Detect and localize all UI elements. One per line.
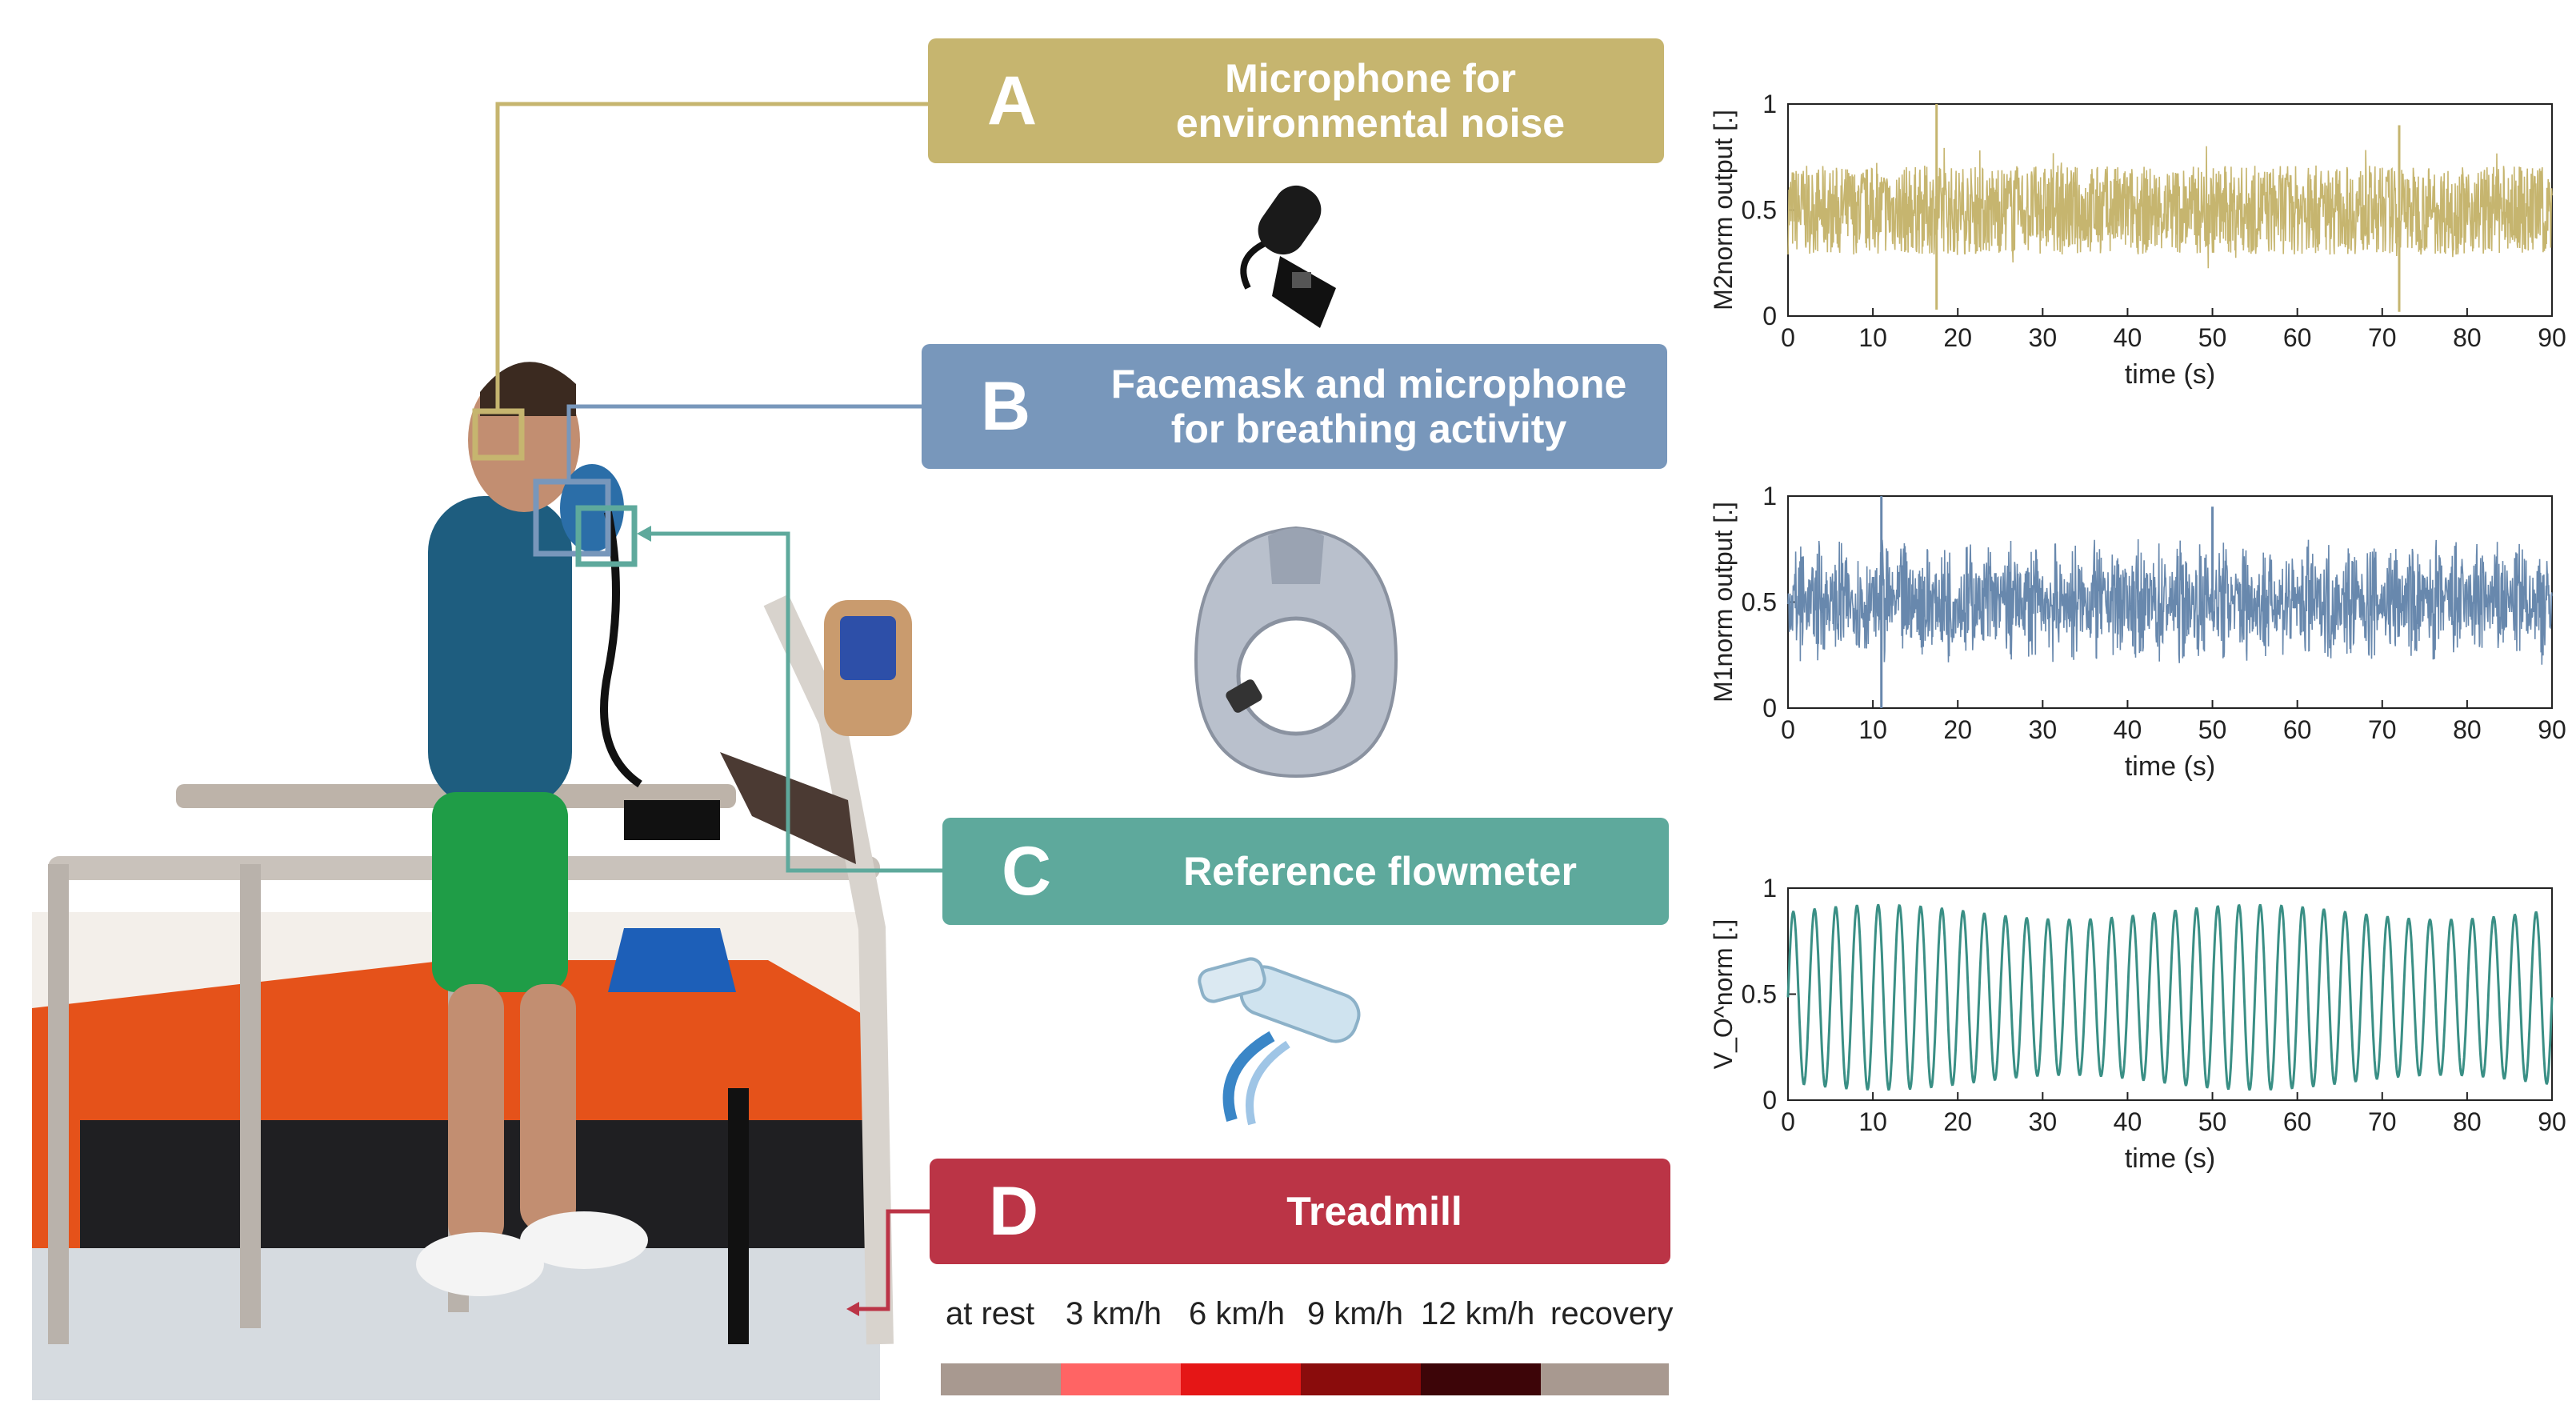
phase-bar-segment bbox=[1301, 1363, 1421, 1395]
x-tick-label: 30 bbox=[2029, 715, 2058, 744]
x-tick-label: 10 bbox=[1858, 323, 1887, 352]
y-tick-label: 1 bbox=[1762, 90, 1777, 118]
label-a-letter: A bbox=[986, 62, 1038, 139]
phase-label: recovery bbox=[1550, 1296, 1674, 1331]
y-tick-label: 0 bbox=[1762, 1086, 1777, 1115]
signal-trace bbox=[1787, 146, 2553, 269]
x-tick-label: 10 bbox=[1858, 715, 1887, 744]
m1-output-chart: 0 10 20 30 40 50 60 70 80 90 0 0.5 1 time (s) M1norm o… bbox=[1709, 482, 2566, 782]
x-tick-label: 60 bbox=[2283, 1107, 2312, 1136]
phase-label: 12 km/h bbox=[1421, 1296, 1535, 1331]
flowmeter-icon bbox=[1198, 957, 1361, 1126]
x-tick-label: 20 bbox=[1943, 715, 1972, 744]
x-tick-label: 60 bbox=[2283, 715, 2312, 744]
y-tick-label: 0.5 bbox=[1742, 196, 1777, 225]
label-d-letter: D bbox=[988, 1172, 1039, 1250]
x-tick-label: 30 bbox=[2029, 323, 2058, 352]
y-tick-label: 0 bbox=[1762, 302, 1777, 330]
x-axis-label: time (s) bbox=[2125, 1143, 2215, 1174]
x-tick-label: 0 bbox=[1781, 323, 1795, 352]
phase-bar-segment bbox=[1061, 1363, 1181, 1395]
x-tick-label: 40 bbox=[2114, 323, 2142, 352]
phase-label: 6 km/h bbox=[1189, 1296, 1286, 1331]
x-tick-label: 70 bbox=[2368, 1107, 2397, 1136]
label-b: B Facemask and microphone for breathing … bbox=[922, 344, 1667, 469]
y-axis-label: M2norm output [.] bbox=[1709, 110, 1738, 310]
label-b-text: Facemask and microphone for breathing ac… bbox=[1110, 362, 1627, 451]
x-tick-label: 30 bbox=[2029, 1107, 2058, 1136]
y-tick-label: 0 bbox=[1762, 694, 1777, 723]
label-c-text: Reference flowmeter bbox=[1183, 849, 1577, 894]
x-tick-label: 80 bbox=[2453, 715, 2482, 744]
flow-reference-chart: 0 10 20 30 40 50 60 70 80 90 0 0.5 1 time (s) V_O^norm… bbox=[1709, 874, 2566, 1174]
y-axis-label: V_O^norm [.] bbox=[1709, 919, 1738, 1070]
x-axis-label: time (s) bbox=[2125, 751, 2215, 782]
signal-trace bbox=[1786, 903, 2554, 1091]
x-tick-label: 90 bbox=[2538, 1107, 2566, 1136]
phase-label: at rest bbox=[946, 1296, 1035, 1331]
label-b-letter: B bbox=[980, 367, 1031, 445]
y-axis-label: M1norm output [.] bbox=[1709, 502, 1738, 702]
x-tick-label: 50 bbox=[2198, 323, 2227, 352]
x-tick-label: 60 bbox=[2283, 323, 2312, 352]
phase-bar-segment bbox=[941, 1363, 1061, 1395]
label-a-text: Microphone for environmental noise bbox=[1175, 56, 1566, 146]
phase-bar-segment bbox=[1181, 1363, 1301, 1395]
x-tick-label: 90 bbox=[2538, 323, 2566, 352]
phase-label: 9 km/h bbox=[1307, 1296, 1404, 1331]
label-d: D Treadmill bbox=[930, 1159, 1670, 1264]
label-a: A Microphone for environmental noise bbox=[928, 38, 1664, 163]
x-tick-label: 90 bbox=[2538, 715, 2566, 744]
x-tick-label: 0 bbox=[1781, 715, 1795, 744]
y-tick-label: 0.5 bbox=[1742, 980, 1777, 1009]
lavalier-microphone-icon bbox=[1240, 185, 1336, 328]
x-tick-label: 0 bbox=[1781, 1107, 1795, 1136]
phase-bar-segment bbox=[1421, 1363, 1541, 1395]
x-tick-label: 20 bbox=[1943, 323, 1972, 352]
x-tick-label: 70 bbox=[2368, 715, 2397, 744]
x-tick-label: 40 bbox=[2114, 1107, 2142, 1136]
x-tick-label: 10 bbox=[1858, 1107, 1887, 1136]
y-tick-label: 1 bbox=[1762, 874, 1777, 903]
phase-label: 3 km/h bbox=[1066, 1296, 1162, 1331]
x-tick-label: 50 bbox=[2198, 715, 2227, 744]
label-d-text: Treadmill bbox=[1286, 1189, 1462, 1234]
phase-bar-segment bbox=[1541, 1363, 1669, 1395]
x-axis-label: time (s) bbox=[2125, 359, 2215, 390]
label-c-letter: C bbox=[1001, 832, 1052, 910]
label-c: C Reference flowmeter bbox=[942, 818, 1669, 925]
y-tick-label: 1 bbox=[1762, 482, 1777, 510]
x-tick-label: 40 bbox=[2114, 715, 2142, 744]
x-tick-label: 20 bbox=[1943, 1107, 1972, 1136]
x-tick-label: 80 bbox=[2453, 323, 2482, 352]
x-tick-label: 50 bbox=[2198, 1107, 2227, 1136]
x-tick-label: 80 bbox=[2453, 1107, 2482, 1136]
x-tick-label: 70 bbox=[2368, 323, 2397, 352]
m2-output-chart: 0 10 20 30 40 50 60 70 80 90 0 0.5 1 time (s) M2norm o… bbox=[1709, 90, 2566, 390]
y-tick-label: 0.5 bbox=[1742, 588, 1777, 617]
person-on-treadmill-photo bbox=[32, 362, 912, 1400]
signal-trace bbox=[1787, 538, 2553, 665]
facemask-icon bbox=[1194, 526, 1398, 779]
